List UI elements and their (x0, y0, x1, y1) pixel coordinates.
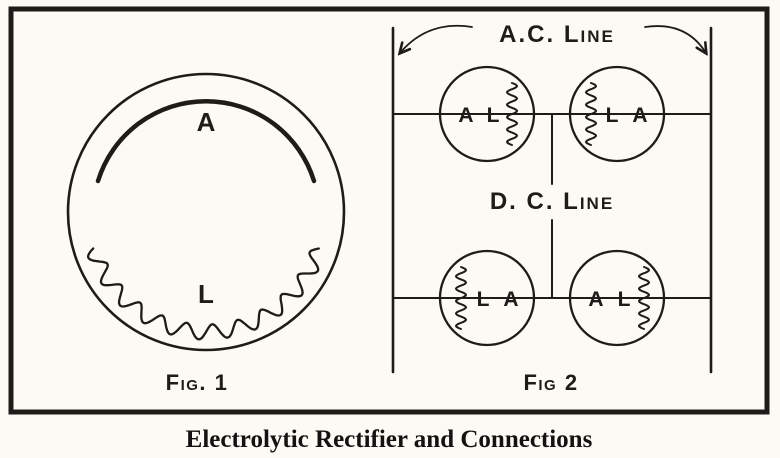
cell-letter-right: A (632, 104, 647, 127)
cell-letter-right: L (487, 104, 500, 127)
dc-line-label: D. C. Line (490, 188, 614, 215)
cell-circle (568, 249, 666, 347)
fig2-cell-bottom-right: A L (568, 249, 666, 347)
ac-line-pointer-arrow-right (644, 25, 706, 53)
fig1-electrolytic-cell: A L Fig. 1 (66, 72, 346, 395)
fig2-bridge-connection-diagram: A.C. Line D. C. Line A L L A L A (391, 21, 713, 395)
cell-lead-electrode-wavy (505, 82, 519, 146)
cell-lead-electrode-wavy (584, 82, 598, 146)
cell-letter-left: A (458, 104, 473, 127)
cell-circle (438, 65, 536, 163)
fig1-aluminum-electrode-arc (95, 99, 317, 184)
cell-lead-electrode-wavy (637, 266, 651, 330)
plate-caption: Electrolytic Rectifier and Connections (186, 426, 593, 453)
ac-line-label: A.C. Line (499, 21, 615, 48)
cell-letter-left: L (477, 288, 490, 311)
fig1-jar-circle (66, 72, 346, 352)
cell-circle (438, 249, 536, 347)
figure-border (8, 6, 770, 415)
fig2-cell-top-right: L A (568, 65, 666, 163)
fig2-caption: Fig 2 (523, 370, 578, 395)
fig1-aluminum-label: A (197, 107, 216, 137)
cell-letter-right: L (618, 288, 631, 311)
cell-letter-right: A (503, 288, 518, 311)
cell-letter-left: A (588, 288, 603, 311)
cell-circle (568, 65, 666, 163)
fig2-cell-top-left: A L (438, 65, 536, 163)
fig1-lead-label: L (198, 279, 214, 309)
fig1-caption: Fig. 1 (166, 370, 229, 395)
ac-line-pointer-arrow-left (400, 24, 473, 53)
cell-letter-left: L (606, 104, 619, 127)
fig1-lead-electrode-wavy (86, 247, 320, 341)
fig2-cell-bottom-left: L A (438, 249, 536, 347)
cell-lead-electrode-wavy (454, 266, 468, 330)
